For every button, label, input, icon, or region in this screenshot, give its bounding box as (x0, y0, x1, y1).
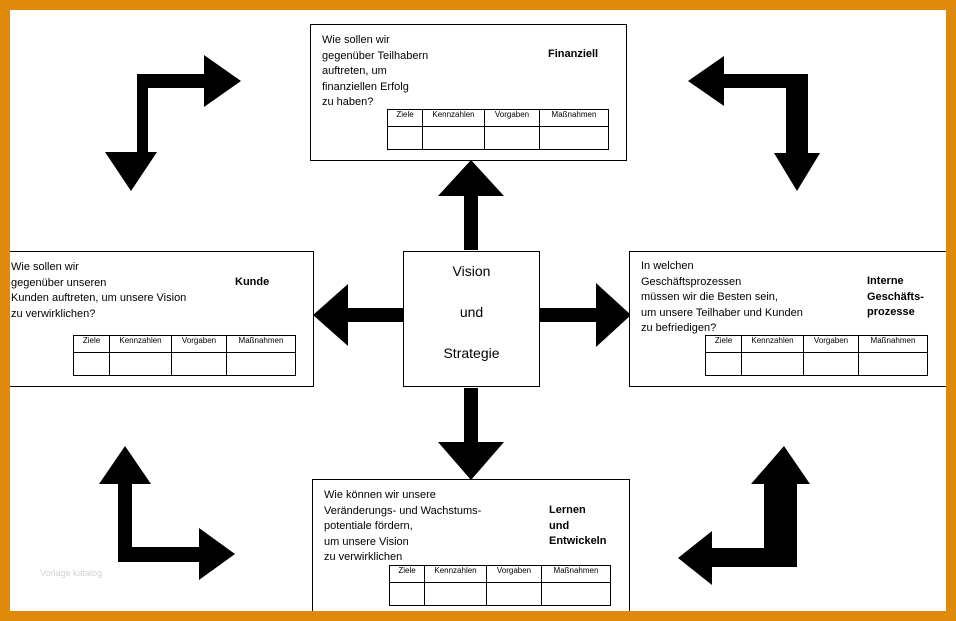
th-massnahmen: Maßnahmen (539, 109, 609, 127)
th-vorgaben: Vorgaben (486, 565, 542, 583)
corner-arrow-top-right (688, 56, 820, 191)
question-finanziell: Wie sollen wir gegenüber Teilhabern auft… (322, 34, 429, 108)
arrow-up (438, 160, 504, 250)
question-lernen: Wie können wir unsere Veränderungs- und … (324, 489, 482, 563)
label-lernen: Lernen und Entwickeln (549, 504, 607, 547)
kpi-table-lernen: Ziele Kennzahlen Vorgaben Maßnahmen (389, 565, 611, 606)
box-interne-prozesse: In welchen Geschäftsprozessen müssen wir… (629, 251, 946, 387)
th-ziele: Ziele (389, 565, 425, 583)
kpi-table-kunde: Ziele Kennzahlen Vorgaben Maßnahmen (73, 335, 296, 376)
question-kunde: Wie sollen wir gegenüber unseren Kunden … (11, 261, 187, 320)
center-line-und: und (459, 304, 484, 320)
box-kunde: Wie sollen wir gegenüber unseren Kunden … (10, 251, 314, 387)
kpi-table-finanziell: Ziele Kennzahlen Vorgaben Maßnahmen (387, 109, 609, 150)
th-kennzahlen: Kennzahlen (422, 109, 485, 127)
th-ziele: Ziele (705, 335, 742, 353)
label-kunde: Kunde (235, 276, 270, 288)
table-row (387, 126, 609, 150)
kpi-table-prozesse: Ziele Kennzahlen Vorgaben Maßnahmen (705, 335, 928, 376)
center-line-strategie: Strategie (443, 345, 500, 361)
watermark-text: Vorlage katalog (40, 568, 103, 578)
center-box-vision-strategie: Vision und Strategie (403, 251, 540, 387)
arrow-down (438, 388, 504, 480)
th-massnahmen: Maßnahmen (858, 335, 928, 353)
box-lernen-entwickeln: Wie können wir unsere Veränderungs- und … (312, 479, 630, 611)
table-row (73, 352, 296, 376)
question-prozesse: In welchen Geschäftsprozessen müssen wir… (641, 260, 803, 334)
th-kennzahlen: Kennzahlen (424, 565, 487, 583)
arrow-right (540, 283, 631, 347)
corner-arrow-bottom-right (678, 446, 810, 585)
label-finanziell: Finanziell (548, 48, 599, 60)
arrow-left (313, 284, 403, 346)
th-massnahmen: Maßnahmen (226, 335, 296, 353)
th-kennzahlen: Kennzahlen (109, 335, 172, 353)
box-finanziell: Wie sollen wir gegenüber Teilhabern auft… (310, 24, 627, 161)
table-row (705, 352, 928, 376)
th-vorgaben: Vorgaben (803, 335, 859, 353)
center-line-vision: Vision (452, 263, 491, 279)
corner-arrow-bottom-left (99, 446, 235, 580)
th-kennzahlen: Kennzahlen (741, 335, 804, 353)
diagram-canvas: Vision und Strategie Wie sollen wir gege… (10, 10, 946, 611)
th-ziele: Ziele (387, 109, 423, 127)
corner-arrow-top-left (105, 55, 241, 191)
table-row (389, 582, 611, 606)
th-vorgaben: Vorgaben (171, 335, 227, 353)
arrows-layer (99, 55, 820, 585)
th-ziele: Ziele (73, 335, 110, 353)
label-prozesse: Interne Geschäfts- prozesse (867, 275, 924, 318)
th-vorgaben: Vorgaben (484, 109, 540, 127)
th-massnahmen: Maßnahmen (541, 565, 611, 583)
